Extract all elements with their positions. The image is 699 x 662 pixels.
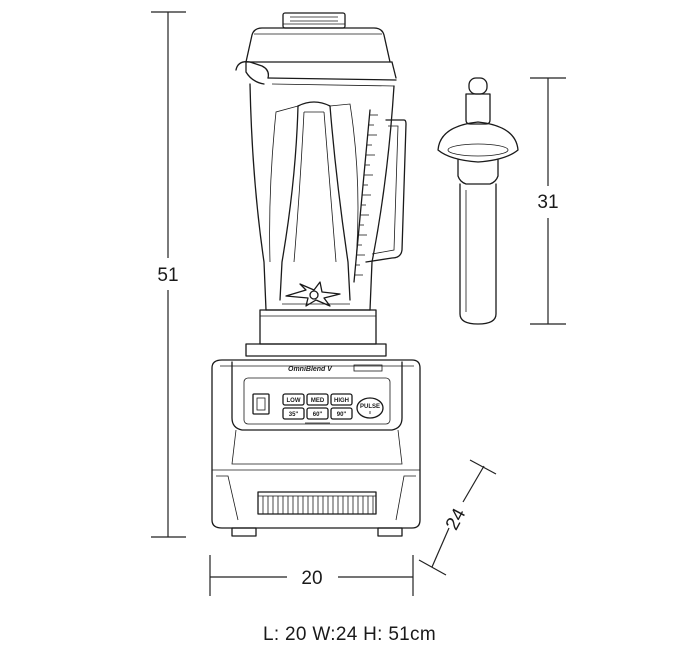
- tamper-illustration: [437, 77, 519, 325]
- depth-label: 24: [442, 505, 471, 534]
- motor-base: OmniBlend V LOW MED HIGH 35: [211, 359, 421, 537]
- button-35-label: 35": [289, 412, 299, 418]
- button-90[interactable]: 90": [330, 407, 353, 420]
- tamper-length-label: 31: [537, 192, 558, 213]
- button-low-label: LOW: [287, 398, 301, 404]
- blade-assembly: [282, 281, 350, 307]
- width-label: 20: [301, 568, 322, 589]
- button-high-label: HIGH: [334, 398, 349, 404]
- foot-left: [231, 527, 257, 537]
- button-med[interactable]: MED: [306, 393, 329, 406]
- height-label: 51: [157, 265, 178, 286]
- button-60-label: 60": [313, 412, 323, 418]
- jar-collar: [245, 309, 387, 357]
- button-med-label: MED: [311, 398, 325, 404]
- button-low[interactable]: LOW: [282, 393, 305, 406]
- button-high[interactable]: HIGH: [330, 393, 353, 406]
- lid: [235, 27, 397, 87]
- depth-dimension: 24: [418, 459, 497, 576]
- vent-grille: [257, 491, 377, 515]
- width-dimension: 20: [209, 555, 414, 596]
- button-35[interactable]: 35": [282, 407, 305, 420]
- foot-right: [377, 527, 403, 537]
- power-switch[interactable]: [252, 393, 270, 415]
- tamper-dimension: 31: [530, 77, 566, 325]
- button-90-label: 90": [337, 412, 347, 418]
- jar: [249, 83, 407, 311]
- button-pulse[interactable]: PULSE: [356, 397, 384, 419]
- height-dimension: 51: [151, 11, 186, 538]
- brand-label: OmniBlend V: [288, 366, 333, 373]
- dimensions-caption: L: 20 W:24 H: 51cm: [263, 624, 436, 645]
- blender-illustration: OmniBlend V LOW MED HIGH 35: [211, 12, 421, 537]
- button-60[interactable]: 60": [306, 407, 329, 420]
- lid-cap: [282, 12, 346, 29]
- button-pulse-label: PULSE: [360, 404, 380, 410]
